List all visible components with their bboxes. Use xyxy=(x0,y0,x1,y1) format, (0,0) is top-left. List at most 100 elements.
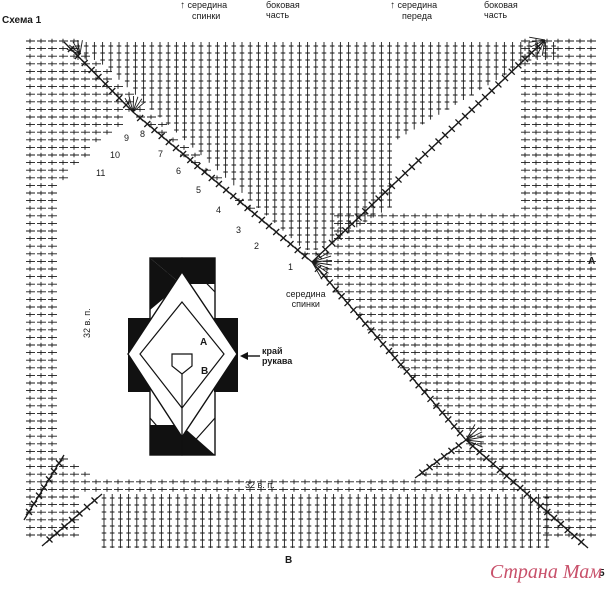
stitch-row xyxy=(26,221,596,226)
diagonal-tick xyxy=(215,180,223,188)
diagonal-tick xyxy=(151,126,158,134)
fan-cluster xyxy=(529,36,546,56)
diagonal-tick xyxy=(320,272,328,280)
stitch-row xyxy=(26,243,596,249)
diagonal-tick xyxy=(201,168,209,176)
diagonal-tick xyxy=(30,500,38,508)
stitch-columns-top xyxy=(75,42,556,250)
diagonal-tick xyxy=(523,490,531,498)
row-number: 9 xyxy=(124,133,130,143)
diagonal-tick xyxy=(395,176,403,184)
stitch-row xyxy=(26,99,596,105)
diagonal-tick xyxy=(550,514,558,522)
diagonal-tick xyxy=(456,429,464,437)
stitch-row xyxy=(26,137,596,143)
diagonal-tick xyxy=(165,138,173,146)
diagonal-tick xyxy=(95,73,102,81)
diagonal-tick xyxy=(401,169,409,177)
diagonal-tick xyxy=(488,87,496,95)
diagonal-tick xyxy=(461,112,469,120)
diagonal-tick xyxy=(341,226,349,234)
diagonal-tick xyxy=(361,207,369,215)
stitch-row xyxy=(26,107,596,112)
diagonal-tick xyxy=(433,458,441,466)
diagonal-tick xyxy=(158,132,166,140)
stitch-row xyxy=(26,479,596,485)
stitch-row xyxy=(26,517,596,523)
stitch-row xyxy=(26,175,596,181)
site-watermark: Страна Мам xyxy=(489,561,602,583)
diagonal-tick xyxy=(432,402,440,410)
stitch-row xyxy=(26,160,596,165)
diagonal-tick xyxy=(222,186,230,194)
diagram-title: Схема 1 xyxy=(2,15,42,26)
increase-fans xyxy=(66,36,546,452)
stitch-row xyxy=(26,456,596,462)
center-back-label: середина спинки xyxy=(286,289,326,309)
diagonal-tick xyxy=(328,239,336,247)
diagonal-tick xyxy=(55,459,63,467)
stitch-pattern xyxy=(26,38,596,548)
diagonal-tick xyxy=(447,447,455,455)
sleeve-edge-label: край рукава xyxy=(262,346,293,366)
stitch-row xyxy=(26,91,596,97)
diagonal-tick xyxy=(521,55,529,63)
stitch-row xyxy=(26,403,596,409)
diagonal-tick xyxy=(494,80,502,88)
stitch-row xyxy=(26,319,596,325)
diagonal-tick xyxy=(543,508,551,516)
stitch-row xyxy=(26,373,596,378)
label-front-center: ↑ середина переда xyxy=(390,0,438,21)
diagonal-tick xyxy=(315,252,323,260)
diagonal-tick xyxy=(564,526,572,534)
diagonal-tick xyxy=(408,163,416,171)
stitch-row xyxy=(26,84,596,89)
fan-cluster xyxy=(311,251,332,280)
row-number: 2 xyxy=(254,241,260,251)
diagonal-tick xyxy=(455,441,463,449)
row-number: 7 xyxy=(158,149,164,159)
label-back-center: ↑ середина спинки xyxy=(180,0,228,21)
diagonal-tick xyxy=(229,192,237,200)
diagonal-tick xyxy=(557,520,565,528)
diagonal-tick xyxy=(385,347,393,355)
diagonal-tick xyxy=(415,157,422,164)
stitch-row xyxy=(26,297,596,302)
stitch-row xyxy=(26,449,596,454)
stitch-row xyxy=(26,122,596,127)
stitch-row xyxy=(26,53,596,59)
label-side-1: боковая часть xyxy=(266,0,300,20)
stitch-row xyxy=(26,236,596,241)
stitch-row xyxy=(26,395,596,401)
stitch-row xyxy=(26,266,596,272)
diagonal-tick xyxy=(468,106,476,114)
diagonal-tick xyxy=(441,131,449,139)
diagonal-tick xyxy=(294,246,302,254)
diagonal-tick xyxy=(438,409,446,417)
diagonal-tick xyxy=(40,484,48,491)
stitch-row xyxy=(26,312,596,317)
diagonal-tick xyxy=(454,118,462,126)
label-side-2: боковая часть xyxy=(484,0,518,20)
stitch-row xyxy=(26,205,596,211)
letter-a-right: А xyxy=(588,256,596,267)
stitch-row xyxy=(26,274,596,279)
diagonal-tick xyxy=(91,497,98,504)
diagonal-tick xyxy=(287,240,294,248)
diagonal-tick xyxy=(332,285,340,293)
stitch-row xyxy=(26,494,596,500)
diagonal-tick xyxy=(265,222,273,230)
diagonal-tick xyxy=(179,150,187,158)
diagonal-tick xyxy=(193,162,201,170)
diagonal-tick xyxy=(61,523,68,530)
diagonal-tick xyxy=(25,508,33,516)
diagonal-tick xyxy=(397,361,405,369)
stitch-row xyxy=(26,426,596,431)
stitch-row xyxy=(26,380,596,386)
stitch-row xyxy=(26,327,596,333)
stitch-row xyxy=(26,411,596,416)
fan-cluster xyxy=(124,95,146,113)
stitch-row xyxy=(26,418,596,424)
stitch-row xyxy=(26,114,596,120)
